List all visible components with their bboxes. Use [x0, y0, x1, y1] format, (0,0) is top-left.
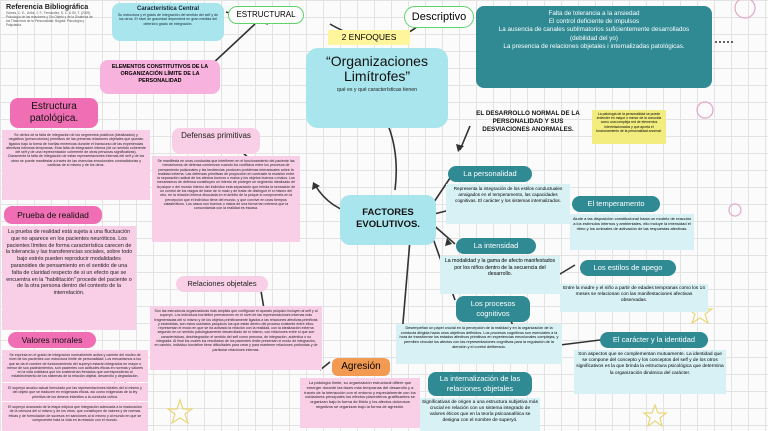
valores-body-3: El superyó avanzado de la etapa edípica …	[2, 402, 148, 431]
relaciones-body: Son las estructuras organizadoras más am…	[150, 306, 322, 370]
descriptivo-list-box: Falta de tolerancia a la ansiedad El con…	[476, 6, 712, 88]
agresion-body: La patología límite, su organización est…	[300, 378, 420, 428]
defensas-body: Se manifiesta en unas conductas que inte…	[152, 156, 300, 242]
arrowhead	[456, 144, 464, 152]
intensidad-body: La modalidad y la gama de afecto manifes…	[440, 256, 560, 294]
agresion-title: Agresión	[332, 358, 390, 376]
star-icon	[166, 398, 194, 425]
prueba-title: Prueba de realidad	[4, 206, 102, 224]
intensidad-title: La intensidad	[456, 238, 536, 254]
descriptivo-item: La presencia de relaciones objetales i i…	[503, 42, 685, 50]
reference-title: Referencia Bibliográfica	[6, 2, 89, 11]
reference-box: Referencia Bibliográfica Gómez, C. E., U…	[6, 3, 94, 43]
reference-body: Gómez, C. E., Uribe, J. F., Fernández, S…	[6, 11, 93, 27]
cognitivos-body: Desempeñan un papel crucial en la percep…	[396, 324, 562, 364]
estructura-title: Estructura patológica.	[10, 98, 98, 128]
defensas-title: Defensas primitivas	[172, 128, 260, 154]
valores-body-2: El superyó arcaico actual formulado por …	[2, 383, 148, 401]
internalizacion-title: La internalización de las relaciones obj…	[428, 372, 532, 396]
connector-caracter	[559, 339, 601, 346]
flower-icon	[696, 101, 714, 119]
elementos-node: ELEMENTOS CONSTITUTIVOS DE LA ORGANIZACI…	[100, 60, 220, 94]
flower-icon	[728, 203, 742, 217]
cognitivos-title: Los procesos cognitivos	[456, 296, 530, 322]
arrowhead	[312, 182, 320, 190]
descriptivo-item: El control deficiente de impulsos	[548, 18, 640, 26]
personalidad-title: La personalidad	[448, 166, 532, 182]
caracter-title: El carácter y la identidad	[600, 332, 708, 348]
temperamento-title: El temperamento	[572, 196, 660, 212]
estructural-node: ESTRUCTURAL	[228, 6, 304, 24]
caracteristica-central-box: Característica Central Su estructura y e…	[112, 3, 224, 41]
arrowhead	[445, 238, 452, 246]
descriptivo-item: (debilidad del yo)	[570, 34, 618, 42]
apego-body: Entre la madre y el niño a partir de eda…	[560, 284, 708, 312]
flower-icon	[734, 0, 756, 19]
patologia-note: La patología de la personalidad se puede…	[592, 110, 666, 144]
caracteristica-body: Su estructura y el grado de integración …	[117, 13, 219, 26]
caracteristica-title: Característica Central	[136, 6, 200, 12]
descriptivo-item: La ausencia de canales sublimatorios suf…	[498, 26, 690, 34]
internalizacion-body: Significativas de origen a una estructur…	[420, 398, 540, 431]
valores-title: Valores morales	[8, 332, 96, 348]
personalidad-body: Representa la integración de los estilos…	[446, 184, 570, 224]
main-title-node: “Organizaciones Limítrofes” qué es y qué…	[306, 48, 448, 128]
desarrollo-title: EL DESARROLLO NORMAL DE LA PERSONALIDAD …	[476, 110, 580, 133]
enfoques-node: 2 ENFOQUES	[328, 30, 410, 45]
valores-body-1: Se expresa en el grado de integración no…	[2, 350, 148, 382]
caracter-body: Son aspectos que se complementan mutuame…	[574, 350, 726, 394]
connector-main-factores	[384, 117, 398, 191]
main-title: “Organizaciones Limítrofes”	[326, 53, 428, 84]
relaciones-title: Relaciones objetales	[176, 276, 268, 292]
factores-node: FACTORES EVOLUTIVOS.	[340, 195, 436, 245]
star-icon	[642, 403, 668, 428]
descriptivo-item: Falta de tolerancia a la ansiedad	[548, 10, 640, 17]
main-subtitle: qué es y qué características tienen	[336, 87, 418, 93]
connector-estructural-elementos	[209, 23, 256, 67]
apego-title: Los estilos de apego	[580, 260, 676, 276]
temperamento-body: Alude a las disposición constitucional h…	[570, 214, 694, 250]
descriptivo-node: Descriptivo	[404, 6, 474, 28]
prueba-body: La prueba de realidad está sujeta a una …	[2, 226, 136, 330]
estructura-body: Se deriva de la falta de integración de …	[2, 130, 150, 200]
